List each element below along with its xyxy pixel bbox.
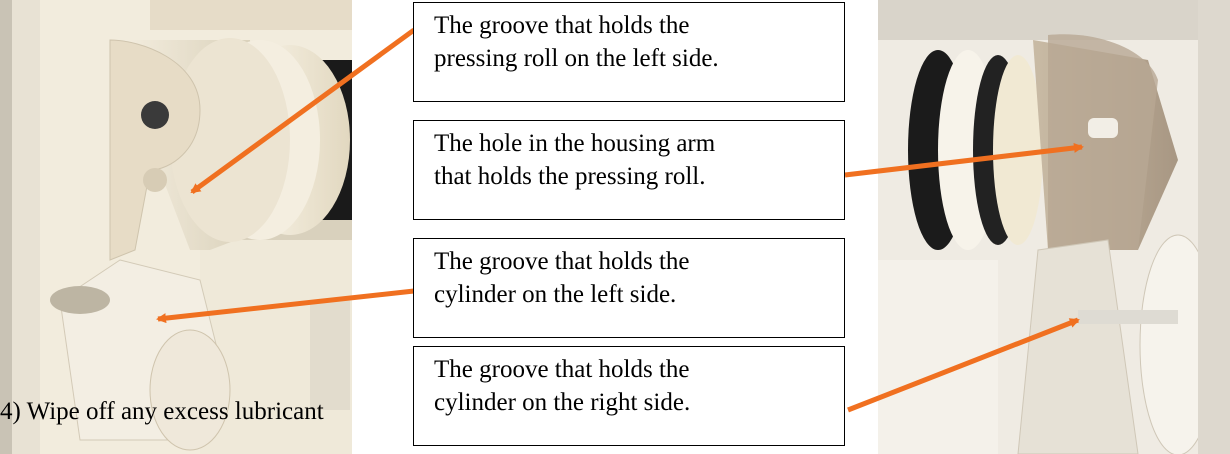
left-photo-drawing <box>0 0 352 454</box>
callout-line: cylinder on the right side. <box>434 389 691 416</box>
callout-line: that holds the pressing roll. <box>434 163 706 190</box>
callout-pressing-roll-groove-left: The groove that holds the pressing roll … <box>413 2 845 102</box>
callout-line: The groove that holds the <box>434 248 690 275</box>
right-photo-drawing <box>878 0 1230 454</box>
callout-housing-arm-hole: The hole in the housing arm that holds t… <box>413 120 845 220</box>
callout-line: cylinder on the left side. <box>434 281 677 308</box>
callout-line: pressing roll on the left side. <box>434 45 719 72</box>
left-machine-photo <box>0 0 352 454</box>
callout-cylinder-groove-right: The groove that holds the cylinder on th… <box>413 346 845 446</box>
step-instruction: 4) Wipe off any excess lubricant <box>0 398 324 425</box>
right-machine-photo <box>878 0 1230 454</box>
callout-line: The hole in the housing arm <box>434 130 716 157</box>
callout-line: The groove that holds the <box>434 12 690 39</box>
callout-cylinder-groove-left: The groove that holds the cylinder on th… <box>413 238 845 338</box>
callout-line: The groove that holds the <box>434 356 690 383</box>
